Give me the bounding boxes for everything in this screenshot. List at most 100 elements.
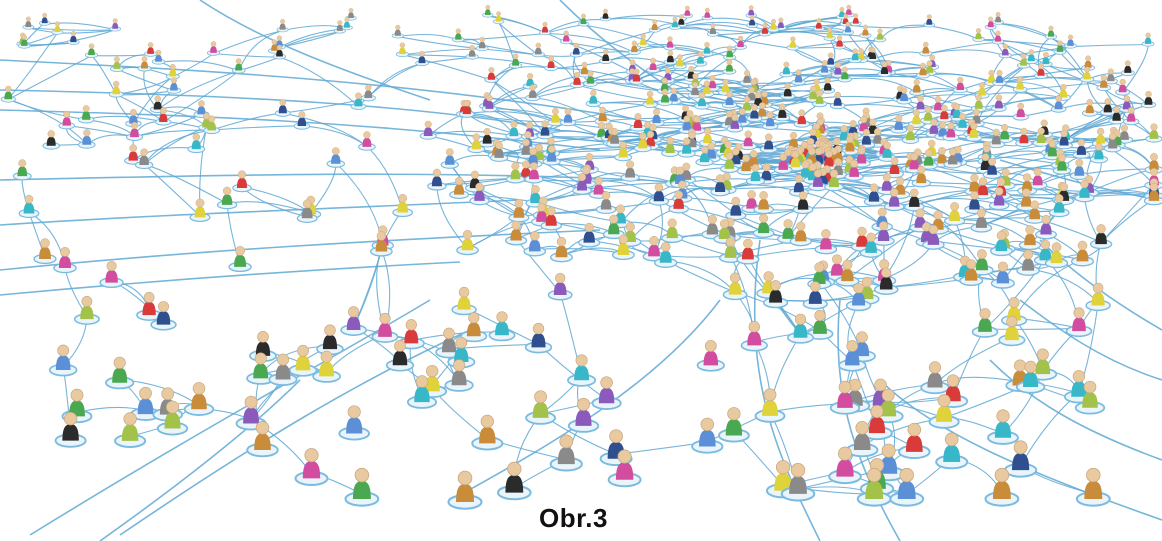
person-body [530, 192, 541, 204]
person-head [940, 104, 948, 112]
person-head [866, 467, 882, 483]
person-head [664, 67, 671, 74]
person-head [923, 41, 929, 48]
person-body [823, 82, 832, 91]
person-body [926, 65, 934, 73]
person-body [319, 361, 334, 377]
person-body [1050, 251, 1063, 264]
person-head [297, 344, 309, 357]
person-figure [1103, 132, 1122, 153]
connection-line [643, 44, 730, 59]
person-body [666, 226, 678, 239]
person-body [678, 18, 685, 25]
person-figure [1140, 90, 1157, 109]
person-figure [758, 22, 771, 37]
person-body [485, 100, 494, 109]
connection-line [8, 55, 92, 100]
person-head [475, 182, 484, 192]
person-head [879, 259, 890, 270]
person-body [441, 338, 457, 353]
person-head [106, 260, 117, 272]
person-figure [340, 306, 367, 336]
person-figure [774, 103, 791, 122]
person-head [927, 139, 936, 148]
person-head [60, 247, 70, 257]
person-head [698, 92, 706, 99]
person-head [896, 176, 905, 186]
person-head [63, 110, 71, 118]
person-head [130, 121, 139, 130]
person-body [583, 231, 595, 243]
person-figure [669, 16, 681, 30]
person-head [469, 44, 475, 51]
person-body [747, 331, 762, 346]
person-head [813, 169, 822, 178]
person-body [331, 154, 341, 164]
person-body [295, 355, 311, 371]
person-head [928, 361, 942, 374]
person-figure [1050, 95, 1067, 113]
person-figure [700, 41, 714, 57]
person-figure [156, 400, 189, 436]
person-head [816, 90, 823, 97]
person-head [257, 331, 269, 343]
person-head [585, 153, 594, 161]
connection-line [99, 379, 301, 541]
person-head [816, 18, 822, 24]
person-body [474, 190, 485, 201]
person-head [761, 90, 768, 98]
person-figure [482, 4, 494, 18]
person-figure [1089, 224, 1113, 250]
person-figure [841, 135, 859, 156]
person-figure [723, 45, 737, 61]
person-body [839, 131, 849, 141]
person-figure [965, 122, 983, 142]
person-head [195, 198, 205, 208]
person-head [1060, 83, 1067, 91]
person-body [815, 95, 824, 104]
person-body [580, 67, 589, 75]
connection-line [837, 299, 901, 541]
person-head [1086, 467, 1101, 483]
person-body [699, 152, 710, 163]
person-body [468, 49, 476, 57]
person-figure [1072, 138, 1091, 159]
person-head [581, 61, 588, 68]
person-head [836, 35, 843, 41]
person-body [888, 196, 900, 207]
person-body [153, 101, 162, 110]
person-body [70, 35, 77, 43]
person-body [824, 157, 834, 167]
person-body [987, 21, 994, 28]
person-body [302, 461, 321, 479]
person-body [336, 24, 343, 31]
person-body [946, 128, 956, 138]
person-body [608, 222, 620, 235]
person-body [673, 198, 684, 209]
person-body [1103, 104, 1112, 113]
person-body [529, 169, 539, 180]
person-head [577, 173, 587, 182]
person-body [709, 27, 717, 35]
person-head [672, 16, 678, 22]
person-figure [820, 77, 836, 94]
person-body [1032, 175, 1043, 186]
person-head [915, 208, 925, 218]
person-figure [719, 237, 743, 263]
person-body [949, 210, 961, 222]
person-body [926, 18, 933, 25]
person-head [758, 102, 766, 109]
person-head [354, 467, 370, 483]
person-body [666, 41, 674, 48]
person-figure [681, 5, 694, 19]
person-head [639, 132, 647, 140]
person-body [845, 9, 852, 15]
person-body [572, 47, 580, 55]
person-body [461, 238, 474, 251]
person-body [362, 137, 372, 147]
person-body [1056, 45, 1064, 52]
person-figure [844, 159, 864, 182]
person-head [821, 60, 828, 66]
person-figure [740, 321, 768, 352]
person-figure [788, 174, 809, 197]
